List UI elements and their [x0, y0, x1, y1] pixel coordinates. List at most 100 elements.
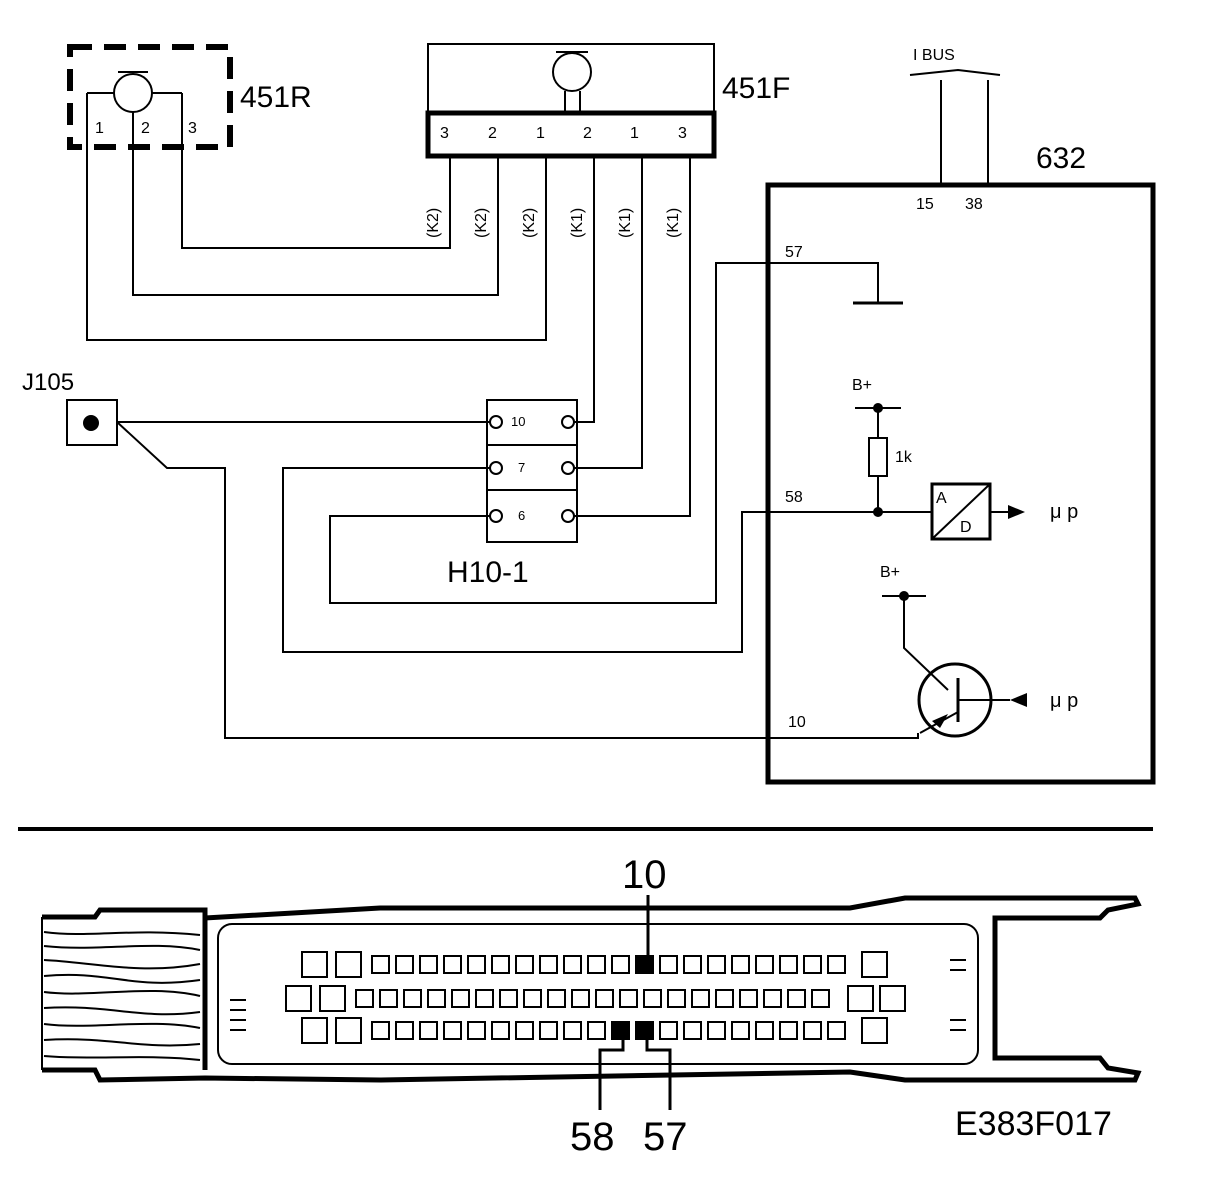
pin-cavity [619, 989, 638, 1008]
pin-cavity [763, 989, 782, 1008]
sensor-451f-pin-1a: 1 [536, 125, 545, 142]
pin-cavity [587, 955, 606, 974]
sensor-451r-pin-1: 1 [95, 120, 104, 137]
pin-cavity [403, 989, 422, 1008]
sensor-451r-pin-3: 3 [188, 120, 197, 137]
pin-cavity [539, 1021, 558, 1040]
pin-cavity [395, 955, 414, 974]
wires-main [116, 156, 919, 739]
connector-h10-1-pin-6: 6 [518, 508, 525, 523]
pin-cavity [691, 989, 710, 1008]
ibus-label: I BUS [913, 47, 955, 64]
pin-cavity [595, 989, 614, 1008]
ecu-pin-38: 38 [965, 196, 983, 213]
connector-pin-58-label: 58 [570, 1115, 615, 1159]
connector-pin-10-label: 10 [622, 853, 667, 897]
pin-cavity [739, 989, 758, 1008]
pin-cavity [491, 1021, 510, 1040]
resistor-1k: 1k [895, 449, 913, 466]
pin-cavity [563, 1021, 582, 1040]
pin-cavity [515, 955, 534, 974]
ecu-632: 632 I BUS 15 38 57 B+ 1k 58 A D μ p B+ [765, 47, 1156, 785]
pin-cavity [379, 989, 398, 1008]
pin-cavity-large [847, 985, 874, 1012]
pin-cavity [355, 989, 374, 1008]
pin-cavity [659, 955, 678, 974]
connector-h10-1-label: H10-1 [447, 556, 529, 589]
pin-cavity [419, 1021, 438, 1040]
pin-cavity [571, 989, 590, 1008]
ecu-connector-view: 10 58 57 [41, 853, 1142, 1159]
sensor-451r-pin-2: 2 [141, 120, 150, 137]
pin-cavity [611, 955, 630, 974]
pin-cavity [827, 1021, 846, 1040]
pin-cavity-large [285, 985, 312, 1012]
pin-cavity-large [301, 1017, 328, 1044]
pin-cavity [787, 989, 806, 1008]
ecu-pin-10: 10 [788, 714, 806, 731]
sensor-451f-label: 451F [722, 72, 790, 105]
wire-bundle [42, 918, 202, 1078]
supply-b-plus-1: B+ [852, 377, 872, 394]
pin-cavity [443, 1021, 462, 1040]
test-point-j105: J105 [22, 369, 118, 446]
pin-cavity [803, 955, 822, 974]
pin-cavity [779, 1021, 798, 1040]
connector-h10-1-pin-10: 10 [511, 414, 525, 429]
pin-cavity-large [861, 951, 888, 978]
sensor-451f: 451F 3 2 1 2 1 3 [425, 43, 790, 159]
pin-cavity [643, 989, 662, 1008]
pin-cavity [811, 989, 830, 1008]
pin-cavity [635, 1021, 654, 1040]
pin-cavity [427, 989, 446, 1008]
pin-cavity [683, 955, 702, 974]
pin-cavity [715, 989, 734, 1008]
adc-a: A [936, 490, 947, 507]
supply-b-plus-2: B+ [880, 564, 900, 581]
pin-cavity [707, 955, 726, 974]
pin-cavity [467, 955, 486, 974]
pin-cavity [443, 955, 462, 974]
pin-cavity [371, 955, 390, 974]
ecu-632-label: 632 [1036, 142, 1086, 175]
sensor-451f-pin-3a: 3 [440, 125, 449, 142]
sensor-451r: 451R 1 2 3 [67, 44, 312, 150]
test-point-j105-label: J105 [22, 369, 74, 396]
pin-cavity [547, 989, 566, 1008]
connector-h10-1-pin-7: 7 [518, 460, 525, 475]
pin-cavity [803, 1021, 822, 1040]
adc-d: D [960, 519, 972, 536]
wires-sensor-link [86, 93, 547, 341]
pin-cavity-large [319, 985, 346, 1012]
pin-cavity [667, 989, 686, 1008]
microprocessor-label-2: μ p [1050, 690, 1078, 712]
pin-cavity [827, 955, 846, 974]
pin-cavity-large [335, 951, 362, 978]
pin-cavity [683, 1021, 702, 1040]
wire-code-6: (K1) [665, 208, 682, 238]
pin-cavity [467, 1021, 486, 1040]
pin-cavity-large [879, 985, 906, 1012]
wire-code-5: (K1) [617, 208, 634, 238]
pin-cavity [611, 1021, 630, 1040]
pin-cavity [731, 1021, 750, 1040]
pin-cavity [755, 1021, 774, 1040]
pin-grid [285, 951, 906, 1044]
pin-cavity [731, 955, 750, 974]
ecu-pin-15: 15 [916, 196, 934, 213]
sensor-451f-pin-1b: 1 [630, 125, 639, 142]
figure-code: E383F017 [955, 1105, 1112, 1143]
wire-code-1: (K2) [425, 208, 442, 238]
pin-cavity [499, 989, 518, 1008]
pin-cavity [563, 955, 582, 974]
pin-cavity-large [861, 1017, 888, 1044]
pin-cavity [523, 989, 542, 1008]
pin-cavity [779, 955, 798, 974]
pin-cavity [451, 989, 470, 1008]
pin-cavity [707, 1021, 726, 1040]
connector-h10-1: 10 7 6 H10-1 [447, 399, 578, 589]
pin-cavity [475, 989, 494, 1008]
ecu-pin-58: 58 [785, 489, 803, 506]
wire-code-3: (K2) [521, 208, 538, 238]
